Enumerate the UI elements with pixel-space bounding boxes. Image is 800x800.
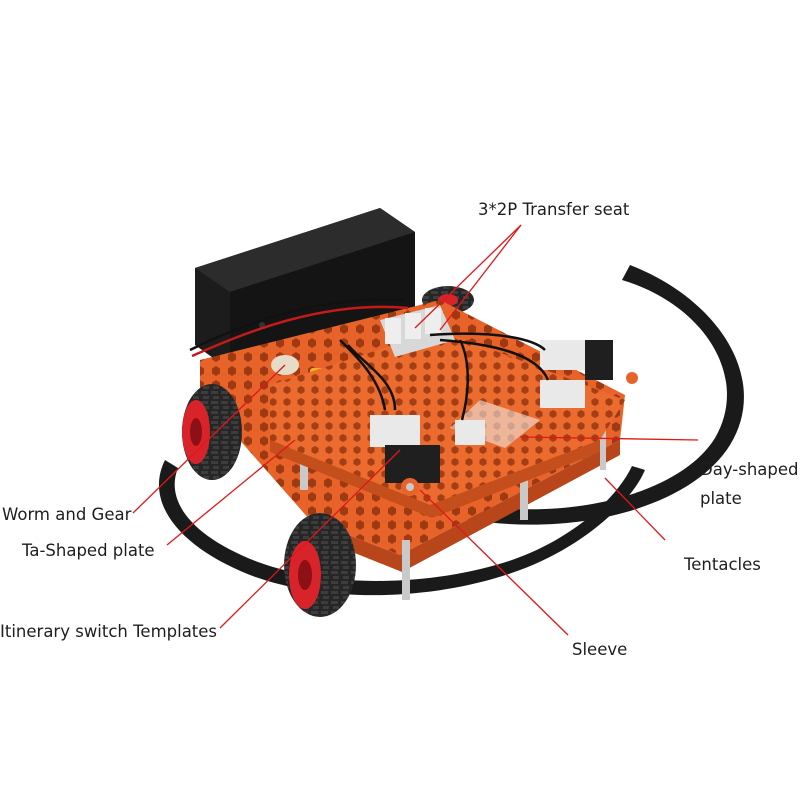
label-itinerary-switch-templates: Itinerary switch Templates — [0, 622, 218, 641]
tentacles-antenna — [158, 265, 744, 596]
battery-box — [195, 208, 415, 370]
leader-day-shaped-plate — [519, 436, 699, 441]
label-transfer-seat: 3*2P Transfer seat — [478, 200, 630, 219]
label-day-shaped-plate-line2: plate — [700, 489, 742, 508]
leader-transfer-seat — [414, 224, 522, 329]
leader-lines — [132, 224, 699, 636]
wires — [189, 298, 550, 421]
label-ta-shaped-plate: Ta-Shaped plate — [22, 541, 155, 560]
leader-sleeve — [419, 489, 569, 636]
transfer-seat-connectors — [380, 305, 455, 357]
leader-itinerary-switch — [219, 449, 401, 629]
label-worm-and-gear: Worm and Gear — [2, 505, 132, 524]
label-sleeve: Sleeve — [572, 640, 628, 659]
label-tentacles: Tentacles — [684, 555, 761, 574]
leader-ta-shaped-plate — [166, 439, 296, 546]
front-left-wheel — [182, 384, 242, 480]
label-day-shaped-plate-line1: Day-shaped — [700, 460, 799, 479]
leader-worm-and-gear — [132, 364, 286, 514]
leader-tentacles — [604, 477, 666, 541]
itinerary-switches — [370, 340, 613, 483]
sleeve-part — [401, 372, 638, 496]
rear-left-wheel — [284, 513, 356, 617]
leader-transfer-seat-2 — [439, 224, 522, 331]
